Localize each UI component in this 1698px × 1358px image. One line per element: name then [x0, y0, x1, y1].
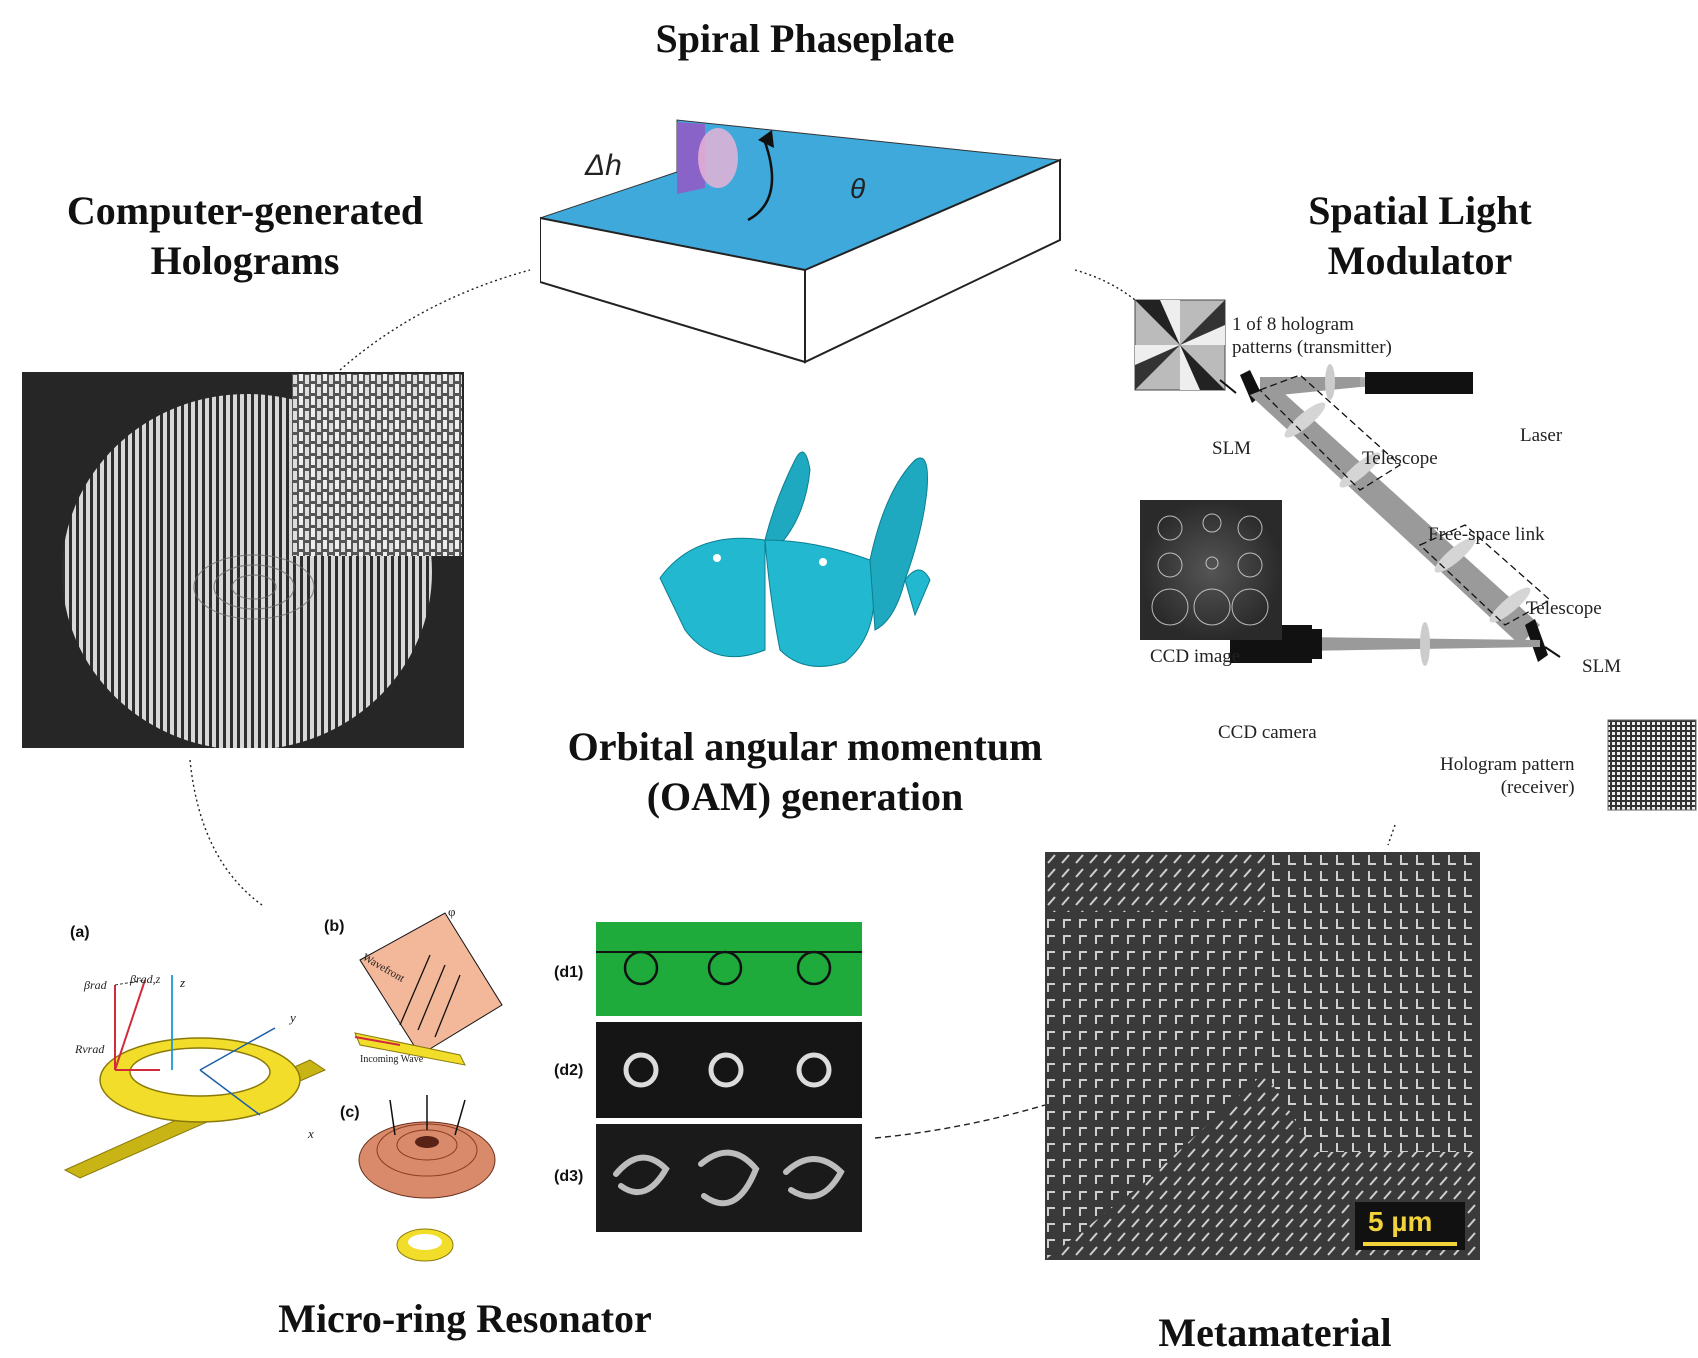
slm-bottom-label: SLM	[1582, 656, 1622, 677]
rx-hologram-label-line1: Hologram pattern	[1440, 754, 1575, 775]
connector-spiral-slm	[1074, 269, 1136, 301]
phaseplate-rotation-arrow	[747, 141, 774, 222]
helix-sheet-mid	[764, 451, 811, 551]
panel-d3	[596, 1124, 862, 1232]
free-space-label: Free-space link	[1428, 524, 1545, 545]
axis-z-label: z	[180, 975, 186, 990]
slm-top-label: SLM	[1212, 438, 1252, 459]
oam-title: Orbital angular momentum (OAM) generatio…	[520, 722, 1090, 822]
helix-tail	[904, 569, 931, 617]
oam-title-line1: Orbital angular momentum	[567, 724, 1043, 769]
label-c: (c)	[340, 1104, 360, 1121]
oam-helix-figure	[655, 430, 975, 680]
micro-ring-figure-c	[355, 1090, 500, 1265]
slm-setup-figure	[1120, 295, 1698, 815]
beam-diagonal	[1250, 385, 1540, 645]
axis-y-label: y	[290, 1010, 296, 1025]
helix-sheet-right	[869, 457, 928, 631]
tx-hologram-label: 1 of 8 hologram patterns (transmitter)	[1232, 314, 1392, 360]
rx-hologram-label-line2: (receiver)	[1500, 776, 1575, 798]
phaseplate-step-glow	[698, 128, 738, 188]
ccd-image	[1140, 500, 1282, 640]
slm-title: Spatial Light Modulator	[1260, 186, 1580, 286]
wavefront-plane	[359, 912, 503, 1056]
incoming-wave-label: Incoming Wave	[360, 1054, 424, 1065]
phaseplate-side-face	[804, 158, 1061, 364]
cgh-title-line2: Holograms	[150, 238, 340, 283]
connector-cgh-ring	[189, 759, 263, 906]
panel-d2	[596, 1022, 862, 1118]
label-d2: (d2)	[554, 1062, 584, 1079]
oam-title-line2: (OAM) generation	[646, 774, 964, 819]
hologram-inset	[292, 374, 462, 556]
laser-label: Laser	[1520, 425, 1563, 446]
metamaterial-sem-image	[1045, 852, 1480, 1260]
slm-title-line1: Spatial Light	[1308, 188, 1532, 233]
theta-label: θ	[850, 173, 866, 204]
tx-hologram-label-line1: 1 of 8 hologram	[1232, 314, 1354, 335]
scale-bar-label: 5 µm	[1368, 1206, 1433, 1237]
micro-ring-figure-a	[60, 920, 350, 1180]
connector-ring-meta	[874, 1104, 1046, 1139]
label-b: (b)	[324, 918, 345, 935]
telescope-label-1: Telescope	[1362, 448, 1438, 469]
tx-hologram-pattern	[1134, 299, 1226, 391]
label-d1: (d1)	[554, 964, 584, 981]
cgh-title-line1: Computer-generated	[66, 188, 424, 233]
beta-rad-label: βrad	[84, 978, 107, 992]
tx-hologram-label-line2: patterns (transmitter)	[1232, 336, 1392, 358]
micro-ring-title: Micro-ring Resonator	[278, 1296, 652, 1341]
phi-label: φ	[448, 904, 456, 919]
cgh-hologram-image	[22, 372, 464, 748]
connector-slm-meta	[1387, 824, 1396, 846]
axis-x-label: x	[308, 1126, 314, 1141]
rx-hologram-pattern	[1607, 719, 1697, 811]
cgh-title: Computer-generated Holograms	[25, 186, 465, 286]
slm-title-line2: Modulator	[1327, 238, 1513, 283]
laser-body	[1365, 372, 1473, 394]
ccd-camera-label: CCD camera	[1218, 722, 1317, 743]
metamaterial-title: Metamaterial	[1158, 1310, 1392, 1355]
spiral-phaseplate-figure	[540, 110, 1080, 370]
helix-sheet-body	[764, 539, 875, 667]
phaseplate-arrow-head	[758, 130, 774, 148]
phaseplate-step-face	[677, 122, 705, 194]
rx-hologram-label: Hologram pattern (receiver)	[1440, 754, 1575, 800]
ccd-image-label: CCD image	[1150, 646, 1241, 667]
telescope-label-2: Telescope	[1526, 598, 1602, 619]
helix-sheet-left	[659, 537, 766, 658]
micro-ring-figure-b	[340, 905, 510, 1070]
r-nu-label: Rνrad	[75, 1042, 105, 1056]
label-d3: (d3)	[554, 1168, 584, 1185]
label-a: (a)	[70, 924, 90, 941]
delta-h-label: Δh	[585, 149, 622, 182]
panel-d1	[596, 922, 862, 1016]
spiral-phaseplate-title: Spiral Phaseplate	[655, 16, 955, 61]
connector-cgh-spiral	[339, 269, 531, 371]
beta-rad-z-label: βrad,z	[130, 972, 161, 986]
